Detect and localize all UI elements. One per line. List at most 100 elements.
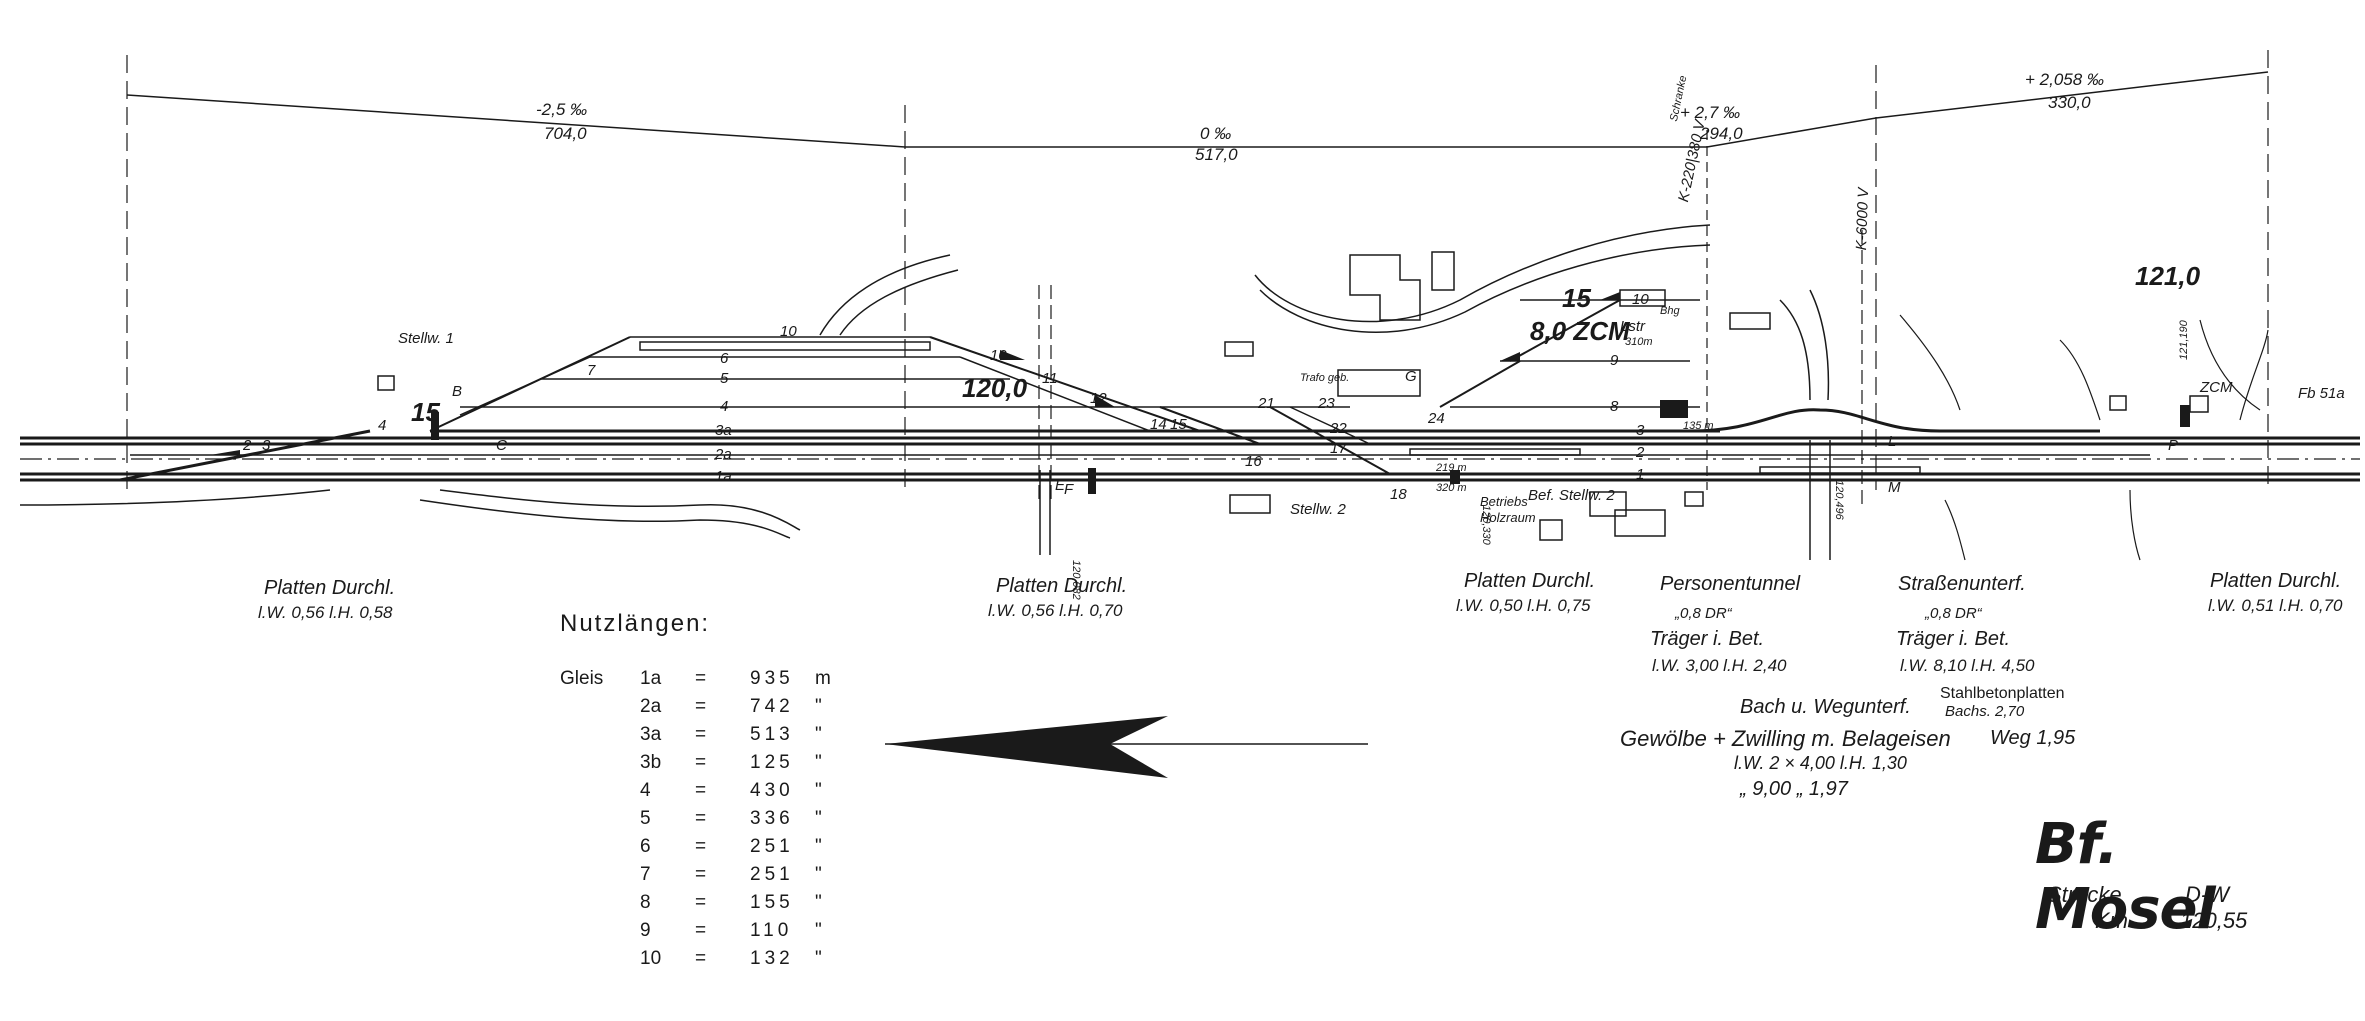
signal-mast	[1450, 470, 1460, 484]
track-number-3a: 3a	[715, 422, 732, 439]
platform	[639, 341, 931, 351]
distance-219: 219 m	[1436, 462, 1467, 474]
zcm-label: 8,0 ZCM	[1530, 316, 1630, 346]
building	[377, 375, 395, 391]
switch-number: 14	[1150, 416, 1167, 433]
gradient-line-3	[1706, 117, 1877, 148]
table-row: 3b = 125 "	[560, 752, 860, 780]
signal-mast	[431, 412, 439, 440]
station-title-block: Bf. Mosel Strecke D-W Km 120,55	[2035, 812, 2275, 942]
gradient-slope-2: 0 ‰	[1200, 124, 1232, 143]
km-mark-121190: 121,190	[2178, 320, 2190, 360]
embankment	[1809, 289, 1830, 401]
bach-weg: Weg 1,95	[1990, 727, 2076, 749]
unit-cell: "	[815, 920, 822, 941]
signal-15-label-2: 15	[1562, 283, 1591, 313]
switch-number: 11	[1042, 370, 1058, 387]
unit-cell: "	[815, 752, 822, 773]
direction-arrow	[885, 716, 1168, 778]
structure-tunnel-dims: l.W. 3,00 l.H. 2,40	[1652, 656, 1787, 675]
eq-cell: =	[695, 836, 707, 857]
value-cell: 430	[750, 780, 794, 801]
embankment	[1779, 299, 1811, 401]
road	[2129, 489, 2141, 561]
table-row: 7 = 251 "	[560, 864, 860, 892]
gradient-slope-4: + 2,058 ‰	[2025, 70, 2104, 89]
embankment	[419, 499, 791, 539]
eq-cell: =	[695, 920, 707, 941]
table-row: 6 = 251 "	[560, 836, 860, 864]
value-cell: 125	[750, 752, 794, 773]
track-cell: 4	[640, 780, 651, 801]
switch-frog	[1600, 292, 1620, 300]
switch-frog	[1095, 395, 1115, 407]
bach-line-1: Bach u. Wegunterf.	[1740, 696, 1911, 718]
lstr-length: 310m	[1625, 336, 1653, 348]
signal-15-label: 15	[411, 397, 440, 427]
line-label: Strecke	[2047, 882, 2122, 907]
embankment	[19, 489, 331, 506]
table-row: 2a = 742 "	[560, 696, 860, 724]
structure-culvert-1-dims: l.W. 0,56 l.H. 0,58	[258, 603, 393, 622]
switch-number: 24	[1428, 410, 1445, 427]
building	[1614, 509, 1666, 537]
trafo-label: Trafo geb.	[1300, 372, 1350, 384]
signal-mast	[1660, 400, 1688, 418]
gradient-line-1	[126, 94, 906, 148]
bhg-label: Bhg	[1660, 305, 1680, 317]
signal-letter: E	[1055, 477, 1066, 494]
switch-number: 23	[1318, 395, 1335, 412]
unit-cell: "	[815, 724, 822, 745]
km-mark-120330: 120,330	[1480, 505, 1492, 545]
unit-cell: "	[815, 892, 822, 913]
switch-connection	[1439, 360, 1521, 408]
switch-number: 4	[378, 417, 387, 434]
switch-number: 7	[587, 362, 596, 379]
gradient-line-4	[1875, 71, 2269, 119]
track-cell: 5	[640, 808, 651, 829]
track-number-9: 9	[1610, 352, 1619, 369]
track-cell: 8	[640, 892, 651, 913]
unit-cell: "	[815, 864, 822, 885]
value-cell: 251	[750, 864, 794, 885]
embankment	[439, 489, 801, 531]
switch-connection	[1509, 299, 1621, 362]
usable-lengths-title: Nutzlängen:	[560, 610, 711, 637]
cable-label-k6000: K-6000 V	[1853, 187, 1873, 251]
building	[1431, 251, 1455, 291]
building	[2109, 395, 2127, 411]
switch-connection	[1689, 408, 2100, 433]
structure-culvert-3-dims: l.W. 0,50 l.H. 0,75	[1456, 596, 1591, 615]
signal-mast	[2180, 405, 2190, 427]
bach-line-3: l.W. 2 × 4,00 l.H. 1,30	[1734, 753, 1907, 773]
signal-letter: M	[1888, 479, 1901, 496]
road	[1899, 314, 1961, 411]
table-row: 3a = 513 "	[560, 724, 860, 752]
switch-connection	[459, 356, 591, 416]
track-cell: 3a	[640, 724, 662, 745]
track-number-1: 1	[1636, 466, 1645, 483]
switch-frog	[1500, 352, 1520, 361]
structure-underpass-sub: „0,8 DR“	[1925, 605, 1982, 622]
value-cell: 742	[750, 696, 794, 717]
embankment	[1254, 224, 1711, 323]
eq-cell: =	[695, 892, 707, 913]
bach-line-2: Gewölbe + Zwilling m. Belageisen	[1620, 726, 1951, 751]
structure-culvert-3: Platten Durchl.	[1464, 570, 1596, 592]
track-number-8: 8	[1610, 398, 1619, 415]
track-number-2a: 2a	[715, 446, 732, 463]
switch-frog	[1000, 350, 1025, 360]
km-label: Km	[2095, 908, 2128, 933]
building	[1349, 254, 1421, 321]
embankment	[1259, 244, 1711, 334]
switch-number: 21	[1258, 395, 1275, 412]
structure-underpass-dims: l.W. 8,10 l.H. 4,50	[1900, 656, 2035, 675]
road	[2239, 329, 2269, 421]
switch-connection	[1289, 406, 1371, 445]
track-cell: 10	[640, 948, 662, 969]
switch-connection	[959, 356, 1151, 432]
table-row: Gleis 1a = 935 m	[560, 668, 860, 696]
distance-135: 135 m	[1683, 420, 1714, 432]
gradient-length-3: 294,0	[1700, 124, 1743, 143]
bach-bachs: Bachs. 2,70	[1945, 703, 2025, 720]
